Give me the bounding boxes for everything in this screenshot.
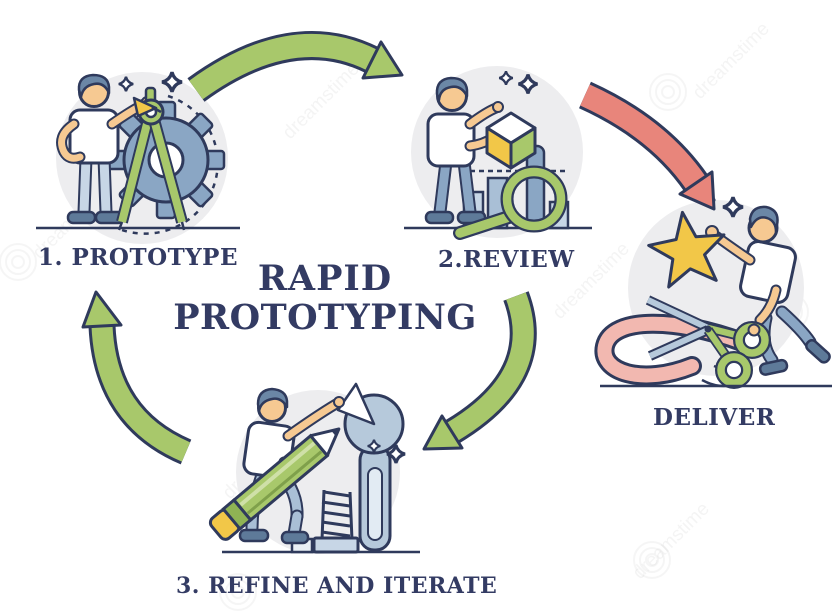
- hand-on-scissors: [747, 323, 761, 337]
- arrow-review-to-deliver: [578, 81, 716, 211]
- magnifier-icon: [453, 165, 568, 240]
- wrench-icon: [336, 382, 405, 552]
- deliver-illustration: [594, 191, 832, 389]
- label-deliver: DELIVER: [653, 404, 776, 431]
- pencil-icon: [208, 427, 341, 541]
- watermark-text: dreamstime: [279, 59, 364, 144]
- star-icon: [647, 210, 726, 289]
- title-line-2: PROTOTYPING: [173, 296, 477, 338]
- refine-illustration: [208, 382, 420, 554]
- watermark-text: dreamstime: [689, 19, 774, 104]
- compass-icon: [116, 86, 188, 231]
- title-line-1: RAPID: [257, 258, 393, 299]
- arrow-prototype-to-review: [187, 31, 404, 102]
- label-refine-and-iterate: 3. REFINE AND ITERATE: [176, 573, 498, 599]
- watermark-spiral-icon: [649, 73, 687, 111]
- dashed-circle: [121, 94, 219, 235]
- prototype-illustration: [36, 70, 240, 244]
- cube-icon: [485, 111, 537, 170]
- label-review: 2.REVIEW: [438, 246, 575, 273]
- label-prototype: 1. PROTOTYPE: [38, 244, 238, 271]
- cursor-icon: [132, 96, 162, 118]
- watermark-text: dreamstime: [629, 499, 714, 584]
- arrow-review-to-refine: [422, 291, 537, 451]
- review-illustration: [404, 66, 592, 240]
- bolt-icon: [290, 489, 360, 554]
- watermark-spiral-icon: [0, 243, 37, 281]
- arrow-refine-to-prototype: [81, 290, 192, 465]
- diagram-title: RAPID PROTOTYPING: [160, 258, 490, 338]
